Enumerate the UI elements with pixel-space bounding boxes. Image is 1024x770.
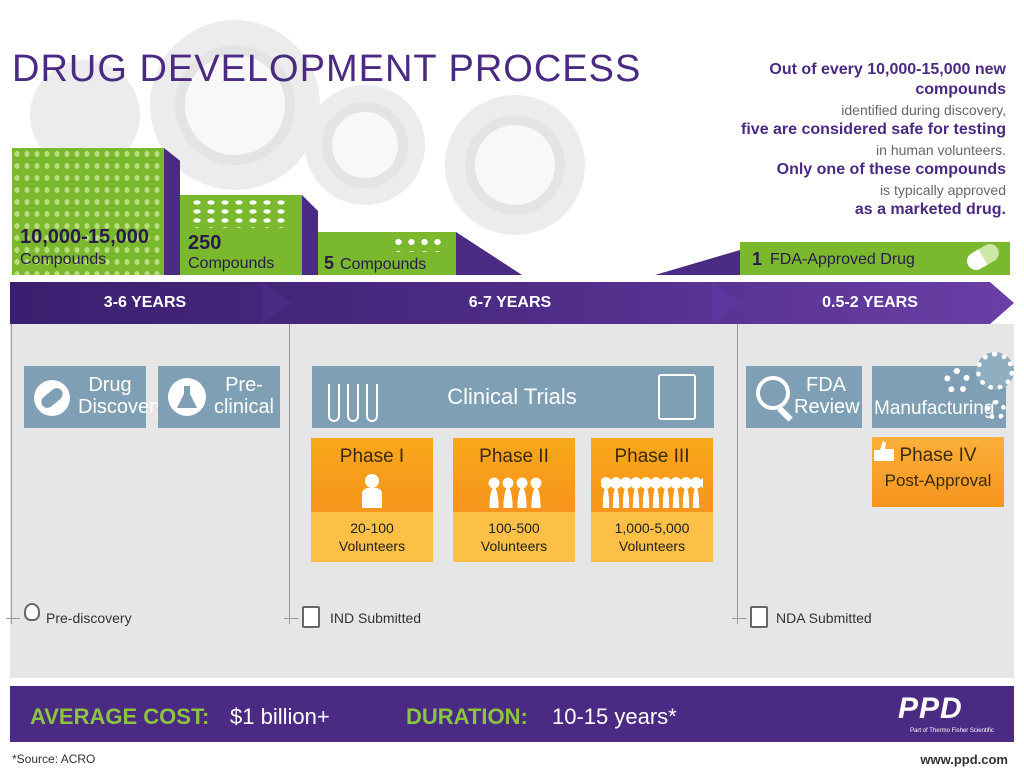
volunteer-unit: Volunteers	[480, 538, 548, 554]
intro-line: five are considered safe for testing	[741, 121, 1006, 138]
magnifier-icon	[756, 376, 790, 410]
magnifier-icon	[777, 406, 793, 422]
intro-line: in human volunteers.	[876, 142, 1006, 158]
step-label: FDA Review	[794, 374, 860, 418]
test-tube	[347, 384, 359, 422]
timeline-segment-3: 0.5-2 YEARS	[822, 294, 918, 311]
footer-bar: AVERAGE COST: $1 billion+ DURATION: 10-1…	[10, 686, 1014, 742]
phase-3-volunteers: 1,000-5,000 Volunteers	[591, 512, 713, 562]
phase-name: Phase II	[479, 446, 549, 467]
page-title: DRUG DEVELOPMENT PROCESS	[12, 48, 642, 90]
step-label: Pre- clinical	[213, 374, 275, 418]
volunteer-unit: Volunteers	[338, 538, 406, 554]
step-fda-review: FDA Review	[746, 366, 862, 428]
cost-value: $1 billion+	[230, 704, 330, 729]
pills-icon	[190, 198, 290, 228]
timeline-segment-2: 6-7 YEARS	[468, 294, 552, 311]
step-label: Clinical Trials	[447, 384, 577, 409]
gear-decoration	[175, 45, 295, 165]
milestone-tick	[284, 618, 298, 619]
gear-icon	[986, 400, 1006, 420]
divider-line	[737, 324, 738, 624]
phase-name: Phase I	[339, 446, 405, 467]
divider-line	[11, 324, 12, 624]
stage-1-label: Compounds	[20, 251, 107, 268]
step-preclinical: Pre- clinical	[158, 366, 280, 428]
step-label: Drug Discovery	[78, 374, 166, 418]
phase-3-header: Phase III	[591, 438, 713, 512]
phase-2-header: Phase II	[453, 438, 575, 512]
intro-line: as a marketed drug.	[854, 201, 1006, 218]
milestone-label: NDA Submitted	[776, 610, 872, 626]
divider-line	[289, 324, 290, 624]
gear-decoration	[465, 115, 565, 215]
phase-1-volunteers: 20-100 Volunteers	[311, 512, 433, 562]
phase-name: Phase IV	[899, 445, 977, 466]
duration-value: 10-15 years*	[552, 704, 677, 729]
test-tubes-icon	[326, 374, 382, 422]
step-drug-discovery: Drug Discovery	[24, 366, 166, 428]
volunteer-count: 20-100	[350, 520, 394, 536]
person-icon	[365, 474, 379, 488]
cost-label: AVERAGE COST:	[30, 704, 210, 729]
funnel-stage-3-shadow	[456, 232, 522, 275]
phase-subtitle: Post-Approval	[884, 471, 992, 490]
people-icon	[487, 476, 543, 508]
intro-line: identified during discovery,	[841, 102, 1006, 118]
milestone-tick	[732, 618, 746, 619]
milestone-label: IND Submitted	[330, 610, 422, 626]
document-icon	[750, 606, 768, 628]
document-icon	[302, 606, 320, 628]
intro-line: Out of every 10,000-15,000 new compounds	[769, 61, 1006, 98]
test-tube	[366, 384, 378, 422]
phase-4-box: Phase IV Post-Approval	[872, 437, 1004, 507]
gear-icon	[944, 368, 970, 394]
milestone-tick	[6, 618, 20, 619]
milestone-label: Pre-discovery	[46, 610, 132, 626]
intro-line: Only one of these compounds	[776, 161, 1006, 178]
stage-2-label: Compounds	[188, 255, 275, 272]
funnel-stage-2-shadow	[302, 195, 318, 275]
phase-2-volunteers: 100-500 Volunteers	[453, 512, 575, 562]
stage-3-label: Compounds	[340, 256, 427, 273]
pills-icon	[392, 236, 442, 252]
phase-name: Phase III	[614, 446, 690, 467]
intro-text: Out of every 10,000-15,000 new compounds…	[676, 60, 1006, 220]
person-icon	[362, 488, 382, 508]
source-note: *Source: ACRO	[12, 752, 96, 766]
test-tube	[328, 384, 340, 422]
stage-3-number: 5	[324, 253, 335, 273]
funnel-stage-1	[12, 148, 164, 275]
volunteer-count: 100-500	[488, 520, 540, 536]
gear-icon	[976, 352, 1014, 390]
funnel-stage-1-shadow	[164, 148, 180, 275]
step-label: Manufacturing	[874, 398, 995, 419]
website-link[interactable]: www.ppd.com	[920, 752, 1008, 767]
gear-decoration	[322, 102, 408, 188]
clipboard-icon	[658, 374, 696, 420]
step-clinical-trials: Clinical Trials	[312, 366, 714, 428]
intro-line: is typically approved	[879, 182, 1006, 198]
lightbulb-icon	[24, 603, 40, 621]
timeline-segment-1: 3-6 YEARS	[103, 294, 187, 311]
stage-4-number: 1	[752, 249, 763, 269]
stage-1-number: 10,000-15,000	[20, 226, 150, 248]
crowd-icon	[601, 476, 703, 508]
phase-1-header: Phase I	[311, 438, 433, 512]
ppd-logo-subtitle: Part of Thermo Fisher Scientific	[910, 728, 994, 734]
ppd-logo: PPD	[898, 692, 963, 725]
volunteer-count: 1,000-5,000	[614, 520, 690, 536]
duration-label: DURATION:	[406, 704, 528, 729]
timeline-bar	[10, 282, 1014, 324]
volunteer-unit: Volunteers	[618, 538, 686, 554]
funnel-stage-4	[740, 242, 1010, 275]
stage-2-number: 250	[188, 232, 222, 254]
stage-4-label: FDA-Approved Drug	[770, 251, 915, 268]
funnel-stage-4-shadow	[655, 250, 740, 275]
